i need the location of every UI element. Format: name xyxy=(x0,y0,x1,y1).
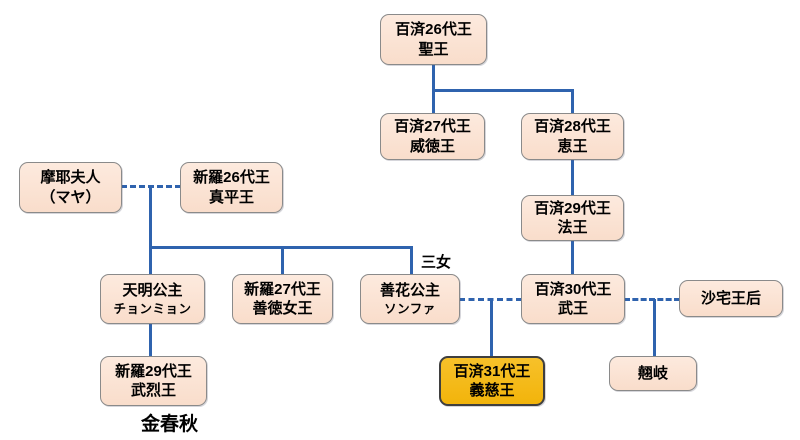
person-node-seonhwa-princess: 善花公主 ソンファ xyxy=(360,274,460,324)
person-node-baekje-27-wideok: 百済27代王 威徳王 xyxy=(380,113,485,160)
connector-beop-mu xyxy=(571,239,574,275)
node-name: チョンミョン xyxy=(113,301,192,316)
person-node-baekje-26-seong: 百済26代王 聖王 xyxy=(380,14,487,65)
node-name: 武烈王 xyxy=(130,382,176,399)
node-name: 威徳王 xyxy=(409,137,455,155)
annotation-kim-chunchu: 金春秋 xyxy=(141,414,199,435)
node-title: 百済27代王 xyxy=(394,118,471,135)
node-title: 沙宅王后 xyxy=(700,289,761,307)
person-node-silla-27-seondeok: 新羅27代王 善徳女王 xyxy=(232,274,333,324)
node-title: 翹岐 xyxy=(637,364,668,382)
node-title: 摩耶夫人 xyxy=(40,169,101,186)
connector-to-wideok xyxy=(432,89,435,114)
connector-seong-down xyxy=(432,64,435,91)
person-node-baekje-28-hye: 百済28代王 恵王 xyxy=(521,113,624,160)
connector-seong-children-bus xyxy=(432,89,574,92)
connector-to-seondeok xyxy=(281,246,284,275)
person-node-lady-maya: 摩耶夫人 （マヤ） xyxy=(19,162,122,213)
person-node-queen-satek: 沙宅王后 xyxy=(679,280,783,317)
annotation-third-daughter: 三女 xyxy=(421,254,452,271)
node-title: 天明公主 xyxy=(122,282,183,300)
connector-to-seonhwa xyxy=(410,246,413,275)
person-node-baekje-29-beop: 百済29代王 法王 xyxy=(521,195,624,241)
node-name: 真平王 xyxy=(208,188,254,206)
node-name: 聖王 xyxy=(418,40,449,58)
connector-to-uija xyxy=(490,299,493,357)
node-name: 法王 xyxy=(557,219,588,236)
person-node-silla-26-jinpyeong: 新羅26代王 真平王 xyxy=(180,162,283,213)
marriage-line-mu-satek xyxy=(624,298,680,301)
node-title: 百済30代王 xyxy=(534,280,612,298)
node-title: 新羅26代王 xyxy=(193,169,270,186)
person-node-baekje-30-mu: 百済30代王 武王 xyxy=(521,274,625,324)
connector-hye-beop xyxy=(571,159,574,196)
connector-to-hye xyxy=(571,89,574,114)
node-title: 新羅29代王 xyxy=(115,362,192,380)
node-name: （マヤ） xyxy=(40,188,101,206)
person-node-silla-29-muyeol: 新羅29代王 武烈王 xyxy=(100,356,207,406)
node-name: 武王 xyxy=(557,300,588,317)
person-node-cheonmyeong-princess: 天明公主 チョンミョン xyxy=(100,274,205,324)
person-node-gyogi: 翹岐 xyxy=(609,356,697,391)
node-title: 百済29代王 xyxy=(534,199,611,217)
node-title: 百済31代王 xyxy=(453,362,531,380)
node-title: 百済26代王 xyxy=(395,21,472,38)
connector-cheonmyeong-muyeol xyxy=(149,322,152,357)
connector-marriage-down xyxy=(149,186,152,275)
node-name: 義慈王 xyxy=(469,382,515,399)
node-title: 善花公主 xyxy=(379,282,440,300)
node-name: 善徳女王 xyxy=(252,300,313,317)
node-name: 恵王 xyxy=(557,137,588,155)
connector-to-gyogi xyxy=(653,299,656,357)
node-title: 百済28代王 xyxy=(534,118,611,135)
node-title: 新羅27代王 xyxy=(244,280,321,298)
node-name: ソンファ xyxy=(384,301,436,316)
person-node-baekje-31-uija: 百済31代王 義慈王 xyxy=(439,356,545,406)
